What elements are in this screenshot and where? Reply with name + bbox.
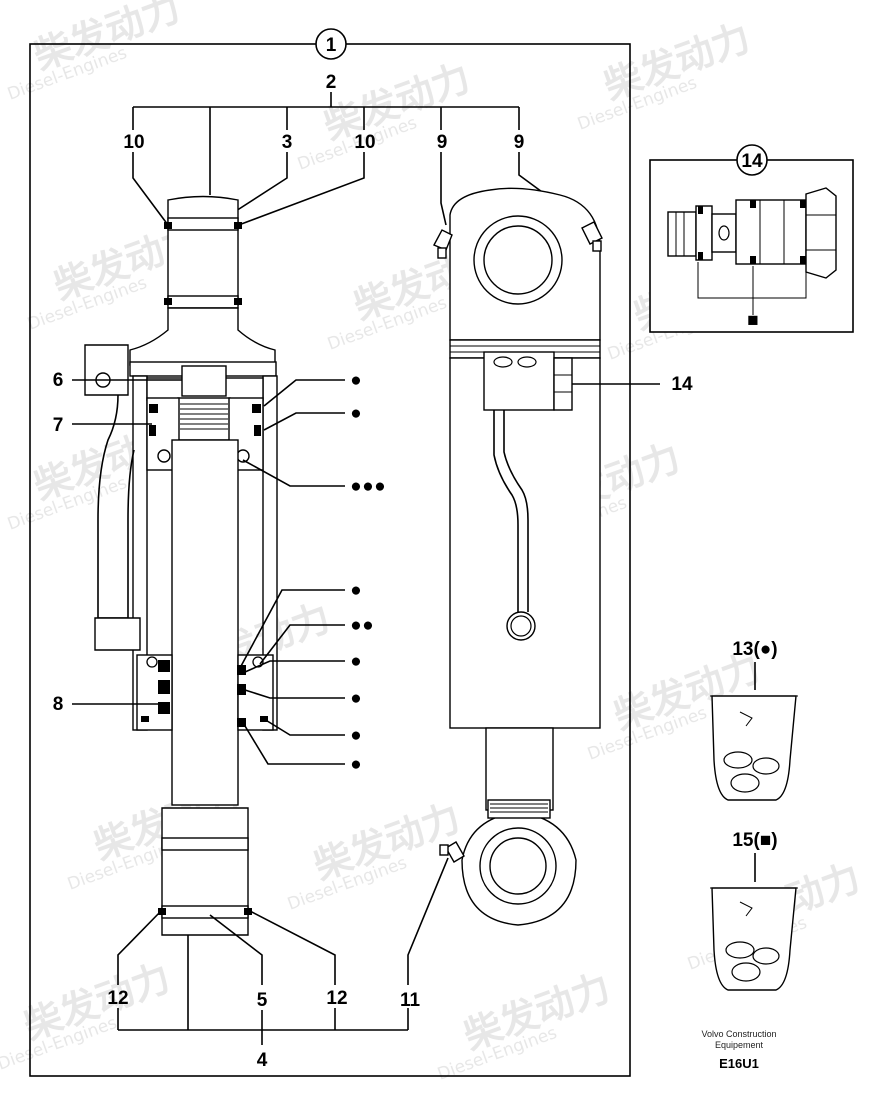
callout-9-left[interactable]: 9 [437,132,448,153]
seal-kit-15[interactable]: 15(■) [710,830,798,991]
kit-marker-dot: ● [350,725,361,746]
callout-8[interactable]: 8 [53,694,64,715]
kit-marker-dot: ● [350,651,361,672]
cylinder-external-view [433,187,603,926]
callout-9-right[interactable]: 9 [514,132,525,153]
kit-marker-dot: ● [350,476,361,497]
callout-12-left[interactable]: 12 [107,988,128,1009]
kit-marker-dot: ● [350,580,361,601]
callout-10-left[interactable]: 10 [123,132,144,153]
leader-tree-2 [132,92,588,227]
kit-marker-dot: ● [350,615,361,636]
seal-kit-markers: ● ● ● ● ● ● ● ● ● ● ● ● [350,370,385,775]
kit-marker-dot: ● [350,403,361,424]
kit-13-label: 13(●) [732,639,777,660]
callout-2[interactable]: 2 [326,72,337,93]
thread-marks [180,403,228,430]
kit-marker-dot: ● [362,476,373,497]
callout-14-inset[interactable]: 14 [741,151,763,172]
callout-1[interactable]: 1 [315,28,347,60]
kit-marker-dot: ● [350,754,361,775]
callout-4[interactable]: 4 [257,1050,268,1071]
brand-line-2: Equipement [715,1040,764,1050]
callout-3[interactable]: 3 [282,132,293,153]
callout-12-right[interactable]: 12 [326,988,347,1009]
inset-kit-marker-square: ■ [747,310,758,331]
kit-marker-dot: ● [374,476,385,497]
kit-15-label: 15(■) [732,830,777,851]
callout-6[interactable]: 6 [53,370,64,391]
leader-tree-4 [117,857,449,1045]
inset-valve-14: 14 ■ [649,144,854,333]
kit-marker-dot: ● [350,688,361,709]
kit-marker-dot: ● [362,615,373,636]
svg-text:1: 1 [326,35,337,56]
figure-code: E16U1 [719,1056,759,1071]
callout-11[interactable]: 11 [400,990,421,1011]
callout-10-right[interactable]: 10 [354,132,375,153]
callout-7[interactable]: 7 [53,415,64,436]
seal-kit-leaders [239,379,345,765]
kit-marker-dot: ● [350,370,361,391]
callout-5[interactable]: 5 [257,990,268,1011]
cylinder-section-view [84,195,278,936]
brand-line-1: Volvo Construction [701,1029,776,1039]
seal-kit-13[interactable]: 13(●) [710,639,798,801]
callout-14[interactable]: 14 [671,374,693,395]
